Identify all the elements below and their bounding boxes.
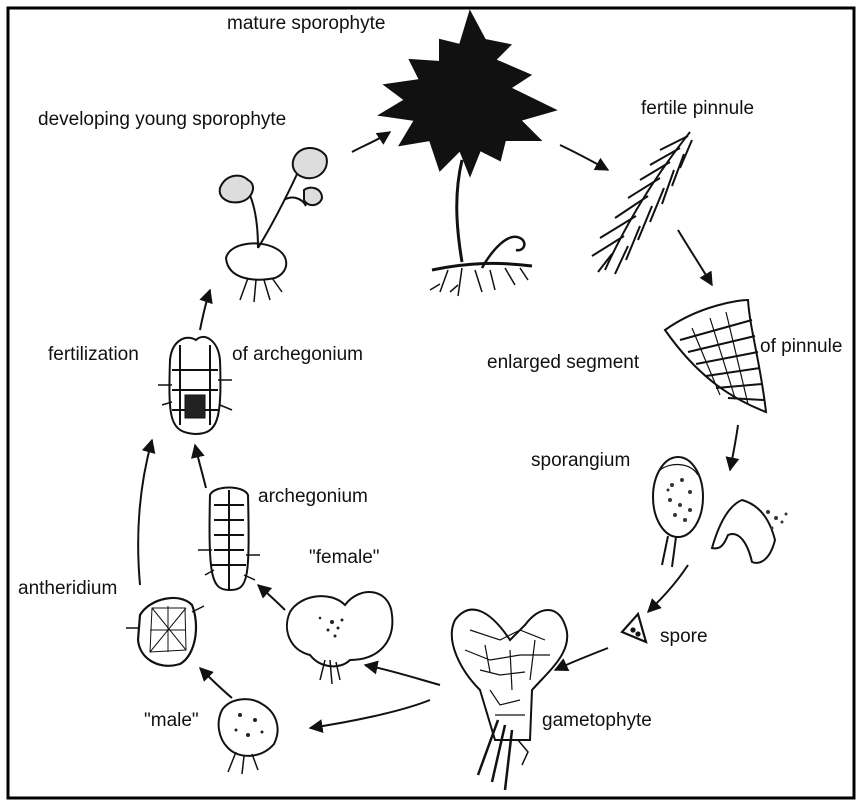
arrow-gametophyte-to-male bbox=[310, 700, 430, 728]
label-developing-young-sporophyte: developing young sporophyte bbox=[38, 110, 286, 129]
label-of-pinnule: of pinnule bbox=[760, 337, 842, 356]
label-female: "female" bbox=[309, 548, 380, 567]
label-of-archegonium: of archegonium bbox=[232, 345, 363, 364]
arrow-young-to-mature bbox=[352, 132, 390, 152]
label-male: "male" bbox=[144, 711, 199, 730]
arrow-mature-to-pinnule bbox=[560, 145, 608, 170]
label-sporangium: sporangium bbox=[531, 451, 630, 470]
gametophyte-illustration bbox=[452, 610, 567, 790]
mature-sporophyte-illustration bbox=[380, 12, 555, 296]
label-archegonium: archegonium bbox=[258, 487, 368, 506]
antheridium-illustration bbox=[126, 598, 204, 666]
arrow-fertilization-to-young bbox=[200, 290, 210, 330]
label-gametophyte: gametophyte bbox=[542, 711, 652, 730]
arrow-antheridium-to-fertilization bbox=[138, 440, 152, 585]
male-gametophyte-illustration bbox=[219, 699, 278, 774]
fertile-pinnule-illustration bbox=[592, 132, 692, 274]
arrow-segment-to-sporangium bbox=[730, 425, 738, 470]
label-fertile-pinnule: fertile pinnule bbox=[641, 99, 754, 118]
cycle-arrows bbox=[138, 132, 738, 728]
female-gametophyte-illustration bbox=[287, 592, 392, 684]
fertilization-archegonium-illustration bbox=[158, 337, 232, 434]
arrow-sporangium-to-spore bbox=[648, 565, 688, 612]
archegonium-illustration bbox=[198, 488, 260, 591]
arrow-female-to-archegonium bbox=[258, 585, 285, 610]
arrow-archegonium-to-fertilization bbox=[195, 445, 206, 488]
spore-illustration bbox=[622, 614, 646, 642]
label-antheridium: antheridium bbox=[18, 579, 117, 598]
label-fertilization: fertilization bbox=[48, 345, 139, 364]
sporangium-illustration bbox=[653, 457, 788, 567]
arrow-pinnule-to-segment bbox=[678, 230, 712, 285]
enlarged-segment-illustration bbox=[665, 300, 766, 412]
developing-young-sporophyte-illustration bbox=[220, 148, 327, 302]
label-spore: spore bbox=[660, 627, 708, 646]
arrow-gametophyte-to-female bbox=[365, 665, 440, 685]
label-enlarged-segment: enlarged segment bbox=[487, 353, 639, 372]
label-mature-sporophyte: mature sporophyte bbox=[227, 14, 385, 33]
arrow-male-to-antheridium bbox=[200, 668, 232, 698]
